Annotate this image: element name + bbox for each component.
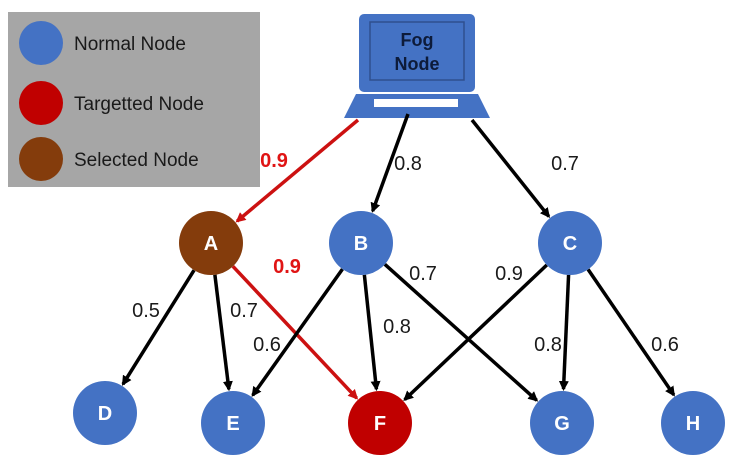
edge-weight-c-f: 0.9 (495, 263, 523, 285)
edge-fog-b (370, 113, 410, 213)
node-label-d: D (98, 403, 112, 425)
legend-swatch-targeted (19, 81, 63, 125)
node-label-a: A (204, 233, 218, 255)
legend-label-normal: Normal Node (74, 34, 186, 55)
edge-weight-b-f: 0.8 (383, 316, 411, 338)
edge-b-g (383, 263, 539, 402)
edge-weight-fog-b: 0.8 (394, 153, 422, 175)
edge-weight-c-h: 0.6 (651, 334, 679, 356)
node-label-f: F (374, 413, 386, 435)
edge-a-e (213, 274, 233, 392)
laptop-icon (344, 14, 490, 118)
legend: Normal Node Targetted Node Selected Node (8, 12, 260, 187)
node-g (530, 391, 594, 455)
edge-b-e (251, 268, 344, 397)
node-label-h: H (686, 413, 700, 435)
fog-node-label-line2: Node (395, 54, 440, 74)
edge-weight-c-g: 0.8 (534, 334, 562, 356)
edges-layer (121, 113, 676, 402)
edge-weight-a-e: 0.7 (230, 300, 258, 322)
edge-labels-layer: 0.9 0.8 0.7 0.5 0.7 0.9 0.6 0.8 0.7 0.9 0.8 0.6 (132, 150, 679, 356)
edge-a-d (121, 269, 196, 386)
fog-node: Fog Node (344, 14, 490, 118)
legend-label-targeted: Targetted Node (74, 94, 204, 115)
fog-node-label-line1: Fog (401, 30, 434, 50)
node-label-e: E (226, 413, 239, 435)
legend-swatch-normal (19, 21, 63, 65)
node-a (179, 211, 243, 275)
legend-label-selected: Selected Node (74, 150, 199, 171)
node-f (348, 391, 412, 455)
node-c (538, 211, 602, 275)
edge-weight-a-d: 0.5 (132, 300, 160, 322)
edge-c-g (558, 274, 571, 392)
node-h (661, 391, 725, 455)
node-e (201, 391, 265, 455)
node-label-b: B (354, 233, 368, 255)
node-label-g: G (554, 413, 570, 435)
edge-fog-c (470, 118, 551, 218)
edge-weight-b-e: 0.6 (253, 334, 281, 356)
legend-swatch-selected (19, 137, 63, 181)
edge-a-f (231, 265, 359, 400)
edge-b-f (362, 274, 381, 392)
edge-weight-a-f: 0.9 (273, 256, 301, 278)
edge-c-h (586, 268, 676, 397)
nodes-layer: A B C D E F G H (73, 211, 725, 455)
edge-weight-fog-a: 0.9 (260, 150, 288, 172)
edge-weight-b-g: 0.7 (409, 263, 437, 285)
node-d (73, 381, 137, 445)
node-label-c: C (563, 233, 577, 255)
edge-fog-a (235, 118, 360, 223)
node-b (329, 211, 393, 275)
edge-weight-fog-c: 0.7 (551, 153, 579, 175)
edge-c-f (403, 263, 548, 401)
